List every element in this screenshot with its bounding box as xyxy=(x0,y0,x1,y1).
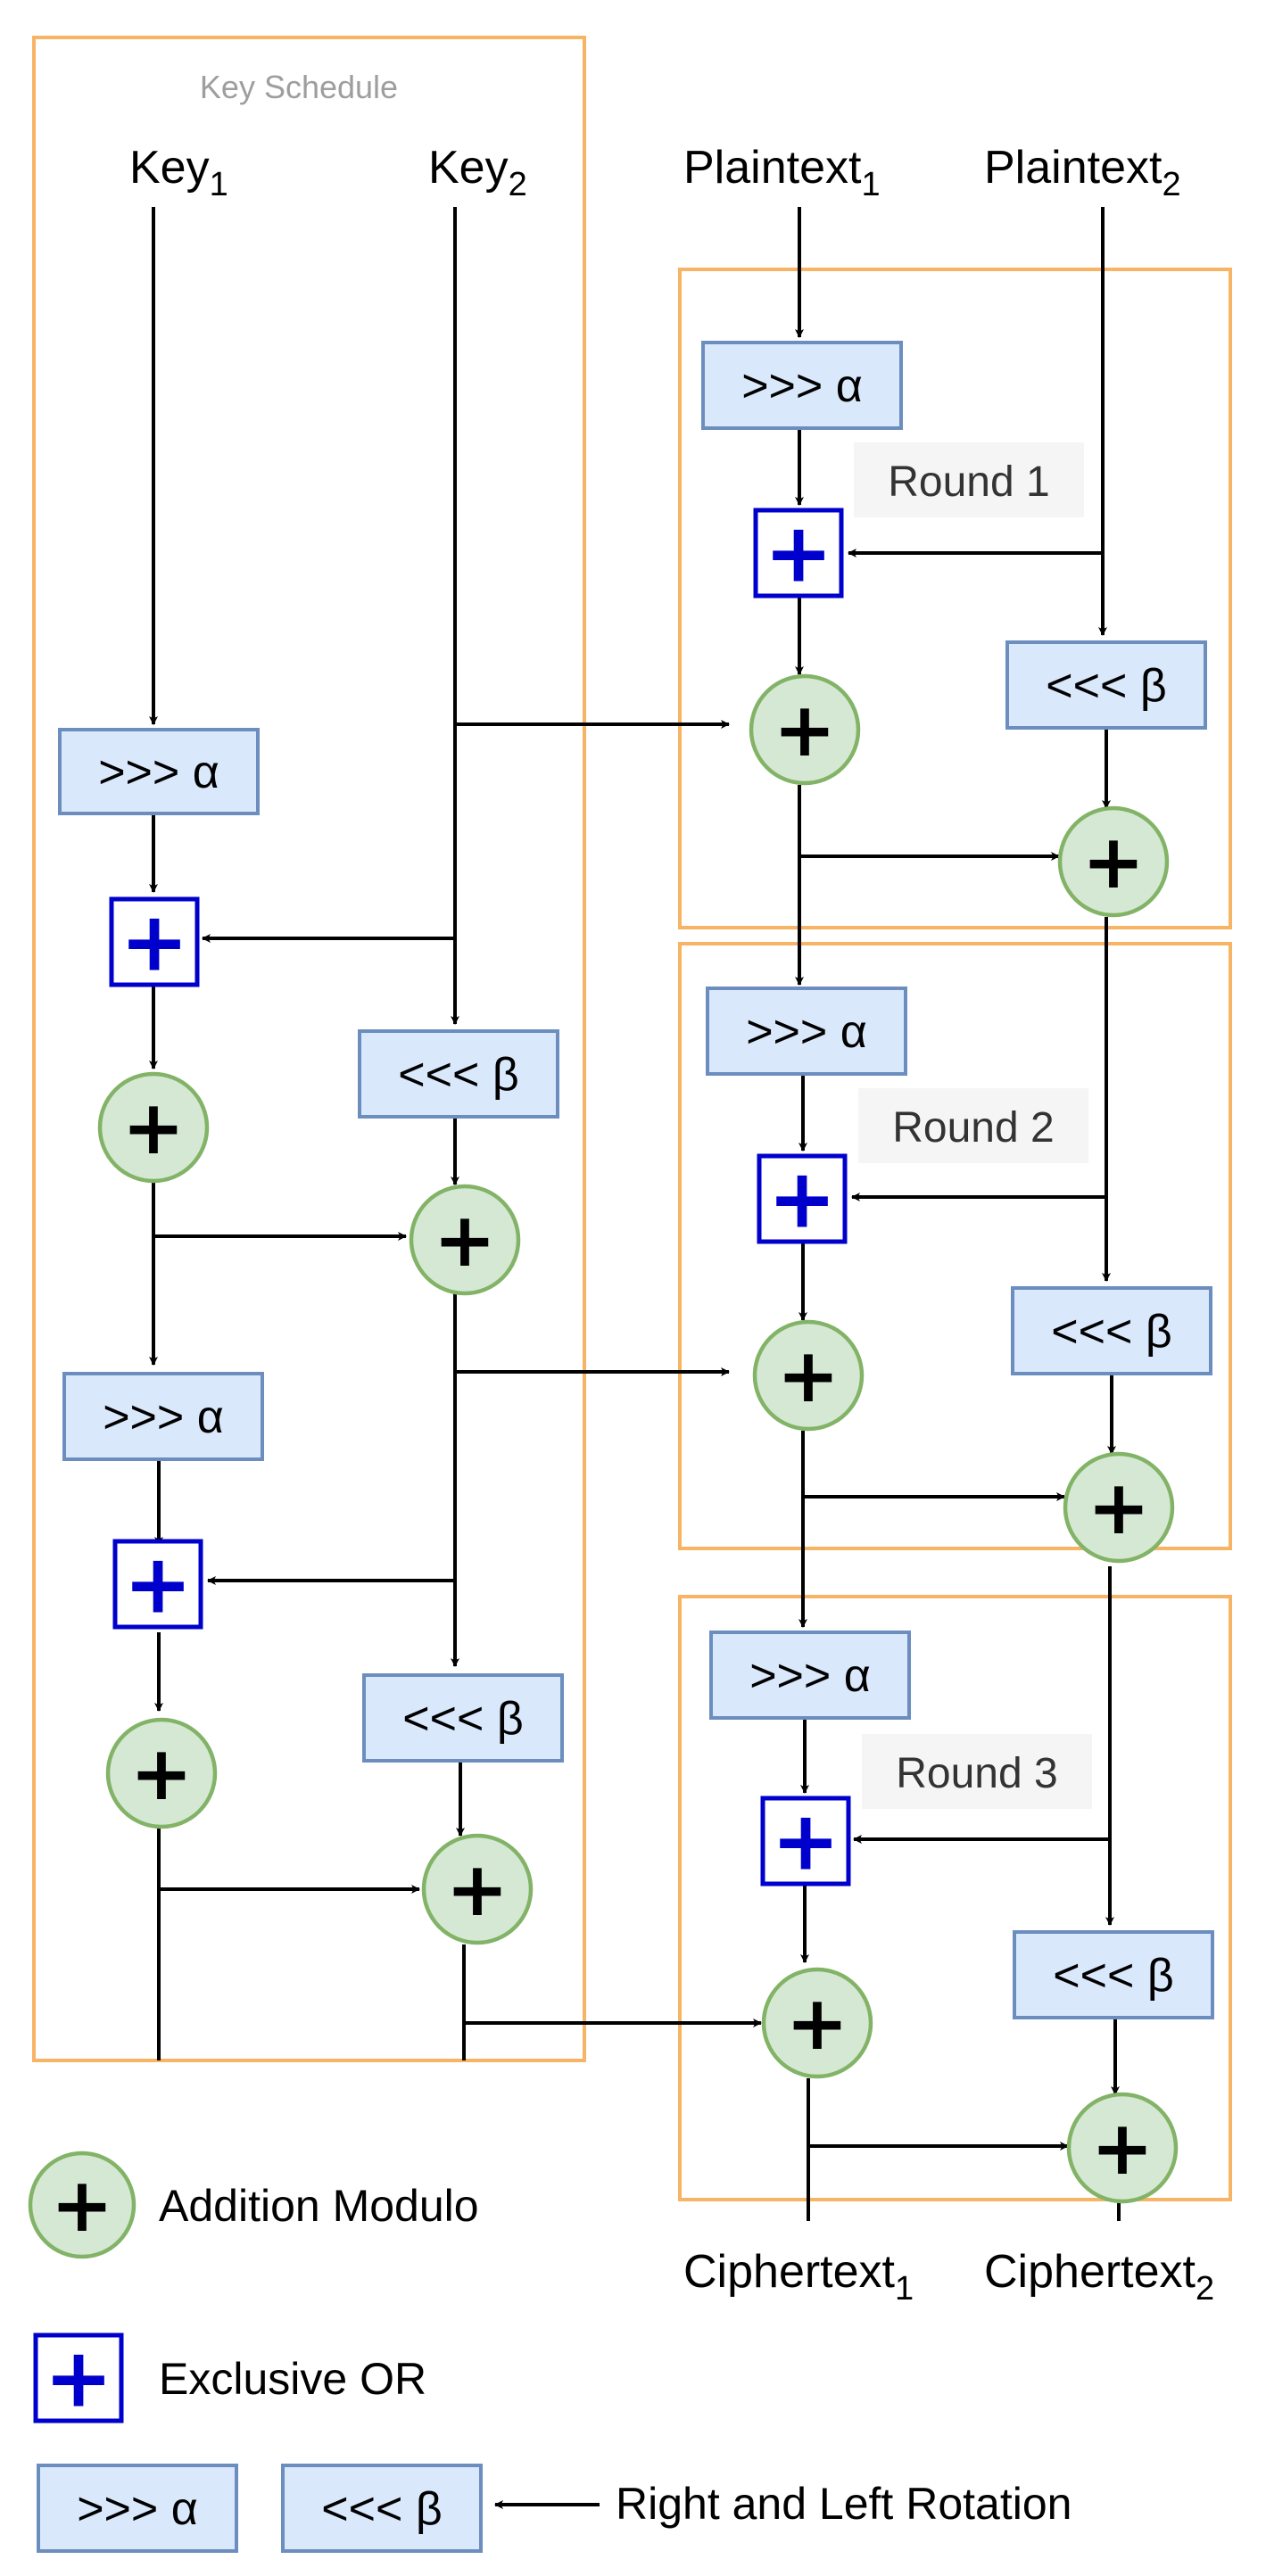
legend-xor-label: Exclusive OR xyxy=(159,2354,426,2404)
key-schedule-title: Key Schedule xyxy=(200,69,398,105)
ks-left-rotation-2: <<< β xyxy=(362,1673,564,1763)
svg-text:>>> α: >>> α xyxy=(749,1650,871,1702)
svg-text:>>> α: >>> α xyxy=(746,1006,867,1058)
ciphertext2-label: Ciphertext2 xyxy=(984,2246,1214,2308)
r1-add-left: + xyxy=(749,673,861,786)
round-1-region xyxy=(678,268,1232,929)
svg-text:<<< β: <<< β xyxy=(1053,1950,1173,2002)
legend-left-rotation-box: <<< β xyxy=(281,2464,483,2553)
round-3-wires xyxy=(800,1566,1121,2221)
legend-rotation-label: Right and Left Rotation xyxy=(616,2479,1072,2529)
ks-right-rotation-1: >>> α xyxy=(58,728,260,815)
r2-add-right: + xyxy=(1063,1451,1175,1564)
ks-add-3: + xyxy=(105,1717,218,1829)
svg-text:+: + xyxy=(120,895,188,990)
r3-add-left: + xyxy=(761,1967,873,2079)
svg-text:+: + xyxy=(1091,2104,1154,2192)
ks-right-rotation-2: >>> α xyxy=(62,1372,264,1461)
svg-text:>>> α: >>> α xyxy=(741,360,863,412)
ciphertext1-label: Ciphertext1 xyxy=(683,2246,914,2308)
legend-addition-label: Addition Modulo xyxy=(159,2181,479,2231)
svg-text:+: + xyxy=(446,1845,509,1933)
svg-text:+: + xyxy=(44,2331,112,2426)
svg-text:+: + xyxy=(777,1332,840,1419)
svg-text:<<< β: <<< β xyxy=(398,1049,518,1101)
svg-text:+: + xyxy=(1088,1464,1150,1551)
svg-text:<<< β: <<< β xyxy=(321,2483,442,2535)
svg-text:+: + xyxy=(764,506,832,601)
ks-xor-1: + xyxy=(109,895,200,990)
legend-addition-symbol: + xyxy=(28,2151,137,2259)
legend: + Addition Modulo + Exclusive OR >>> α <… xyxy=(28,2151,1072,2553)
svg-text:+: + xyxy=(771,1794,840,1889)
key2-label: Key2 xyxy=(428,142,527,203)
r2-left-rotation: <<< β xyxy=(1011,1286,1212,1375)
svg-text:<<< β: <<< β xyxy=(402,1693,523,1745)
svg-text:+: + xyxy=(123,1537,192,1632)
r1-xor: + xyxy=(753,506,844,601)
r1-right-rotation: >>> α xyxy=(701,341,903,430)
svg-text:<<< β: <<< β xyxy=(1051,1306,1171,1358)
svg-text:+: + xyxy=(122,1084,185,1171)
svg-text:+: + xyxy=(1082,818,1145,905)
svg-text:+: + xyxy=(51,2161,113,2249)
r3-xor: + xyxy=(760,1794,851,1889)
round-3-region xyxy=(678,1595,1232,2201)
svg-text:+: + xyxy=(786,1979,848,2067)
round-2-region xyxy=(678,942,1232,1550)
key-schedule-wires xyxy=(149,207,762,2060)
svg-text:+: + xyxy=(434,1196,496,1284)
svg-text:Round 1: Round 1 xyxy=(888,458,1049,506)
svg-text:>>> α: >>> α xyxy=(103,1391,224,1443)
r3-add-right: + xyxy=(1066,2092,1179,2204)
r1-add-right: + xyxy=(1057,805,1170,918)
round-3-label: Round 3 xyxy=(862,1734,1092,1809)
ks-xor-2: + xyxy=(112,1537,203,1632)
svg-text:>>> α: >>> α xyxy=(77,2483,198,2535)
legend-xor-symbol: + xyxy=(33,2331,124,2426)
ks-add-2: + xyxy=(409,1184,521,1296)
ks-left-rotation-1: <<< β xyxy=(358,1029,559,1119)
svg-text:Round 2: Round 2 xyxy=(892,1104,1054,1152)
plaintext1-label: Plaintext1 xyxy=(683,142,881,203)
ks-add-4: + xyxy=(421,1833,534,1945)
svg-text:<<< β: <<< β xyxy=(1046,660,1166,712)
r3-right-rotation: >>> α xyxy=(709,1631,911,1720)
round-2-wires xyxy=(798,917,1116,1628)
r1-left-rotation: <<< β xyxy=(1005,640,1207,730)
key1-label: Key1 xyxy=(129,142,228,203)
r3-left-rotation: <<< β xyxy=(1013,1930,1214,2019)
round-1-label: Round 1 xyxy=(854,442,1084,517)
r2-add-left: + xyxy=(752,1319,865,1432)
key-schedule-region xyxy=(32,36,586,2062)
plaintext2-label: Plaintext2 xyxy=(984,142,1181,203)
ks-add-1: + xyxy=(97,1071,210,1184)
round-1-wires xyxy=(795,207,1111,986)
svg-text:+: + xyxy=(767,1152,836,1247)
svg-text:Round 3: Round 3 xyxy=(896,1750,1057,1797)
r2-right-rotation: >>> α xyxy=(706,987,907,1076)
svg-text:+: + xyxy=(774,686,836,773)
svg-text:>>> α: >>> α xyxy=(98,747,219,798)
r2-xor: + xyxy=(757,1152,848,1247)
legend-right-rotation-box: >>> α xyxy=(37,2464,238,2553)
round-2-label: Round 2 xyxy=(858,1088,1088,1163)
svg-text:+: + xyxy=(130,1730,193,1817)
